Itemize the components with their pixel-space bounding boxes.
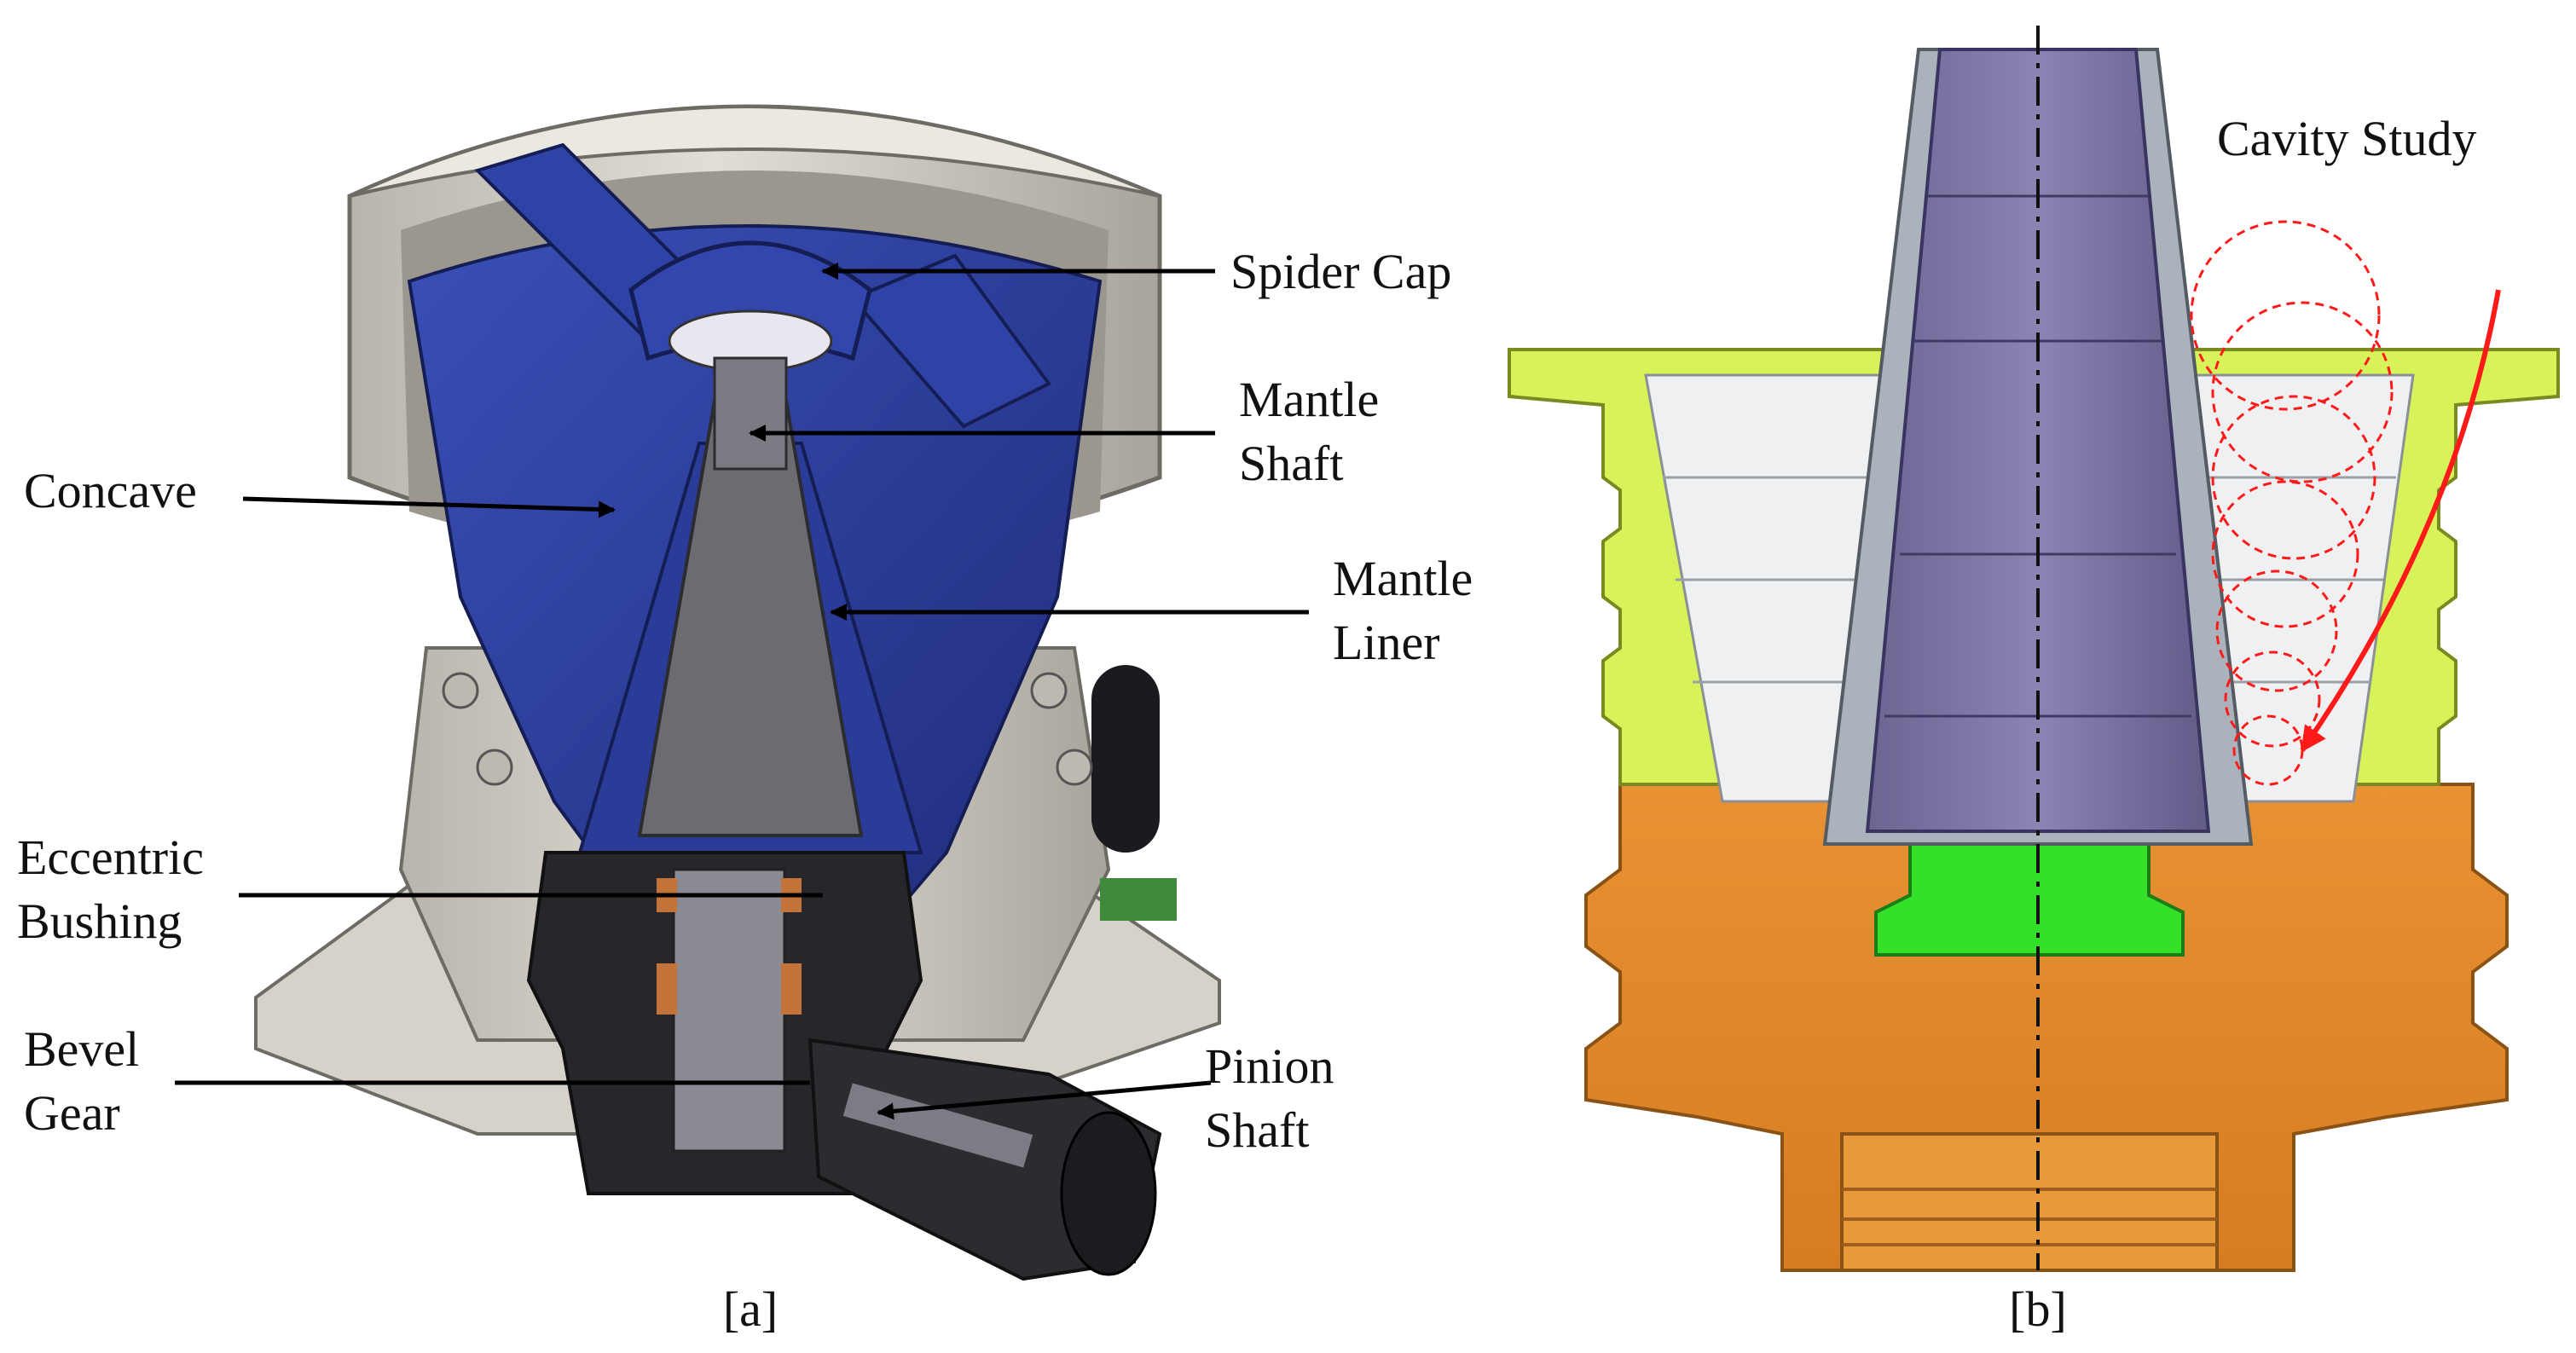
leader-lines-a bbox=[175, 263, 1309, 1120]
bolts bbox=[442, 672, 1093, 786]
copper-ring-left bbox=[657, 963, 677, 1015]
label-mantle-liner-line2: Liner bbox=[1333, 615, 1440, 670]
label-eccentric-bushing-line1: Eccentric bbox=[17, 830, 204, 885]
panel-b-cavity-section: Cavity Study [b] bbox=[1508, 26, 2560, 1337]
label-pinion-shaft-line1: Pinion bbox=[1205, 1038, 1334, 1094]
hub-bottom bbox=[1840, 1132, 2219, 1272]
accumulator-valve bbox=[1100, 878, 1177, 921]
label-eccentric-bushing-line2: Bushing bbox=[17, 893, 182, 949]
bottom-housing bbox=[1584, 783, 2509, 1272]
label-concave: Concave bbox=[24, 463, 197, 518]
caption-a: [a] bbox=[723, 1281, 778, 1337]
shaft-top bbox=[713, 356, 788, 471]
copper-ring-right bbox=[781, 963, 802, 1015]
leader-pinion-shaft bbox=[877, 1080, 1212, 1120]
label-pinion-shaft-line2: Shaft bbox=[1205, 1102, 1309, 1158]
top-shell-rim bbox=[349, 105, 1161, 198]
cavity-flow-arrow bbox=[2300, 289, 2501, 753]
cavity-study-circles bbox=[2190, 220, 2394, 786]
labels-a: Spider Cap Mantle Shaft Concave Mantle L… bbox=[17, 244, 1473, 1337]
label-mantle-shaft-line1: Mantle bbox=[1239, 372, 1379, 427]
label-mantle-shaft-line2: Shaft bbox=[1239, 436, 1343, 491]
panel-a-crusher-cutaway bbox=[254, 104, 1221, 1281]
label-spider-cap: Spider Cap bbox=[1230, 244, 1451, 299]
hub-grooves bbox=[1842, 1188, 2217, 1246]
label-bevel-gear-line2: Gear bbox=[24, 1085, 120, 1141]
leader-concave bbox=[242, 496, 616, 518]
label-mantle-liner-line1: Mantle bbox=[1333, 551, 1473, 606]
inner-bushing bbox=[672, 868, 786, 1153]
caption-b: [b] bbox=[2009, 1281, 2067, 1337]
cavity-study-title: Cavity Study bbox=[2217, 111, 2477, 166]
label-bevel-gear-line1: Bevel bbox=[24, 1021, 139, 1077]
accumulator-body bbox=[1091, 665, 1160, 853]
pinion-end-cap bbox=[1060, 1111, 1157, 1276]
